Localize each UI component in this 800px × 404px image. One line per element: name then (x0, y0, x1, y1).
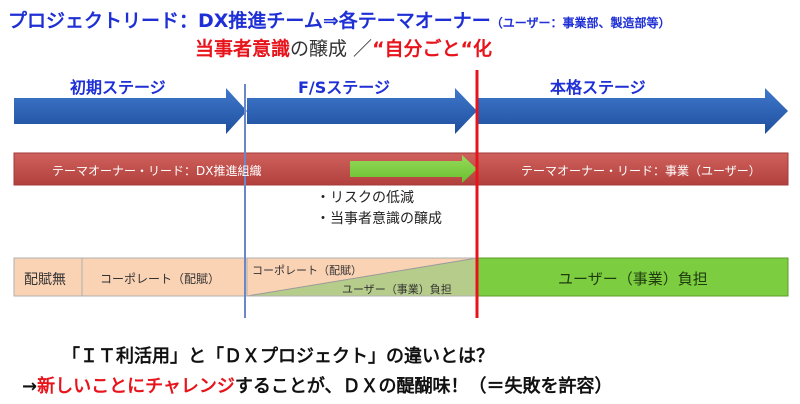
footer-question: 「ＩＴ利活用」と「ＤＸプロジェクト」の違いとは？ (62, 346, 494, 367)
footer-arrow: → (22, 376, 38, 397)
bullet-risk: ・リスクの低減 (316, 190, 414, 206)
cost-segment-corporate (81, 257, 248, 297)
footer-statement: →新しいことにチャレンジすることが、ＤＸの醍醐味！（＝失敗を許容） (22, 372, 613, 398)
cost-label-user-full: ユーザー（事業）負担 (558, 270, 708, 288)
cost-segment-none (13, 257, 83, 297)
arrow-full (477, 88, 788, 134)
green-transition-arrow (350, 155, 477, 183)
arrow-initial (14, 88, 247, 134)
subtitle-red-2: “自分ごと“化 (372, 38, 493, 60)
footer-rest: することが、ＤＸの醍醐味！（＝失敗を許容） (234, 376, 613, 397)
footer-highlight: 新しいことにチャレンジ (37, 376, 235, 397)
bullet-list: ・リスクの低減 ・当事者意識の醸成 (316, 188, 442, 230)
cost-label-user-fs: ユーザー（事業）負担 (342, 283, 452, 296)
title-main: プロジェクトリード：DX推進チーム⇒各テーマオーナー (8, 10, 491, 32)
bullet-ownership: ・当事者意識の醸成 (316, 211, 442, 227)
owner-bar-right-label: テーマオーナー・リード：事業（ユーザー） (521, 164, 761, 178)
cost-label-none: 配賦無 (24, 272, 66, 288)
cost-segment-user (476, 257, 789, 297)
subtitle-red-1: 当事者意識 (195, 38, 291, 60)
stage-label-full: 本格ステージ (550, 78, 646, 97)
owner-bar-left-label: テーマオーナー・リード：DX推進組織 (52, 164, 262, 178)
arrow-fs (247, 88, 477, 134)
page-title: プロジェクトリード：DX推進チーム⇒各テーマオーナー（ユーザー：事業部、製造部等… (8, 6, 671, 33)
subtitle-dark: の醸成 ／ (290, 38, 373, 60)
subtitle: 当事者意識の醸成 ／“自分ごと“化 (195, 34, 492, 61)
stage-label-fs: F/Sステージ (298, 78, 390, 97)
title-note: （ユーザー：事業部、製造部等） (490, 16, 671, 30)
stage-label-initial: 初期ステージ (70, 78, 166, 97)
cost-fs-diagonal (246, 257, 478, 297)
cost-label-corporate: コーポレート（配賦） (100, 272, 221, 286)
cost-label-corporate-fs: コーポレート（配賦） (252, 264, 362, 277)
